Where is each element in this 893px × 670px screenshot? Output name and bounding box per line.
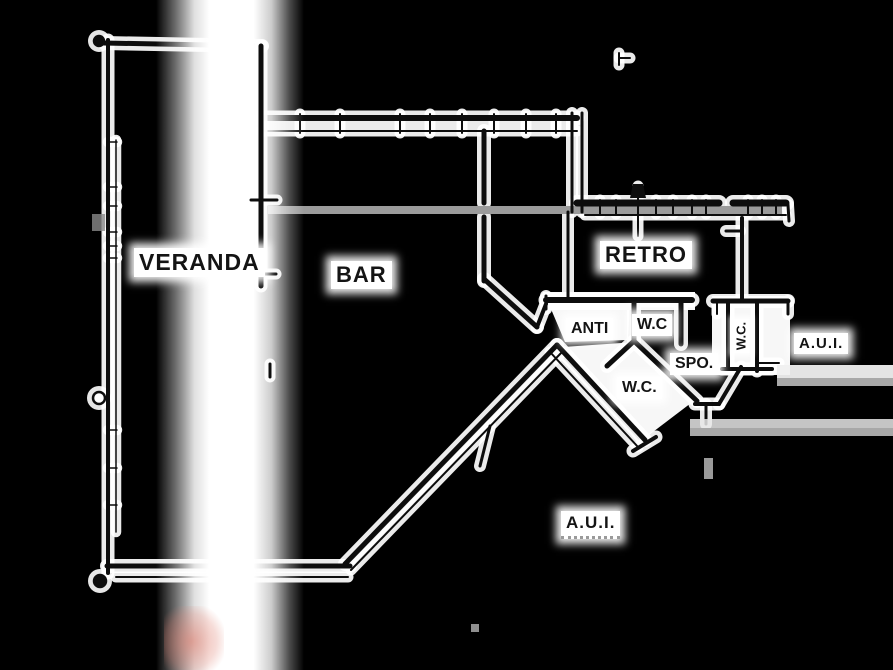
scan-gray-mark: [777, 378, 893, 386]
scan-gray-mark: [704, 458, 713, 479]
survey-marker-circle: [92, 34, 106, 48]
room-label-spo: SPO.: [670, 353, 719, 375]
wall-segment: [478, 424, 492, 468]
scan-gray-mark: [690, 428, 893, 436]
scan-gray-mark: [690, 419, 893, 428]
scan-gray-mark: [777, 365, 893, 378]
scan-gray-mark: [92, 214, 105, 231]
wall-segment: [717, 365, 743, 406]
wall-segment: [342, 342, 560, 567]
wall-segment: [549, 351, 639, 448]
room-label-bar: BAR: [331, 261, 392, 289]
wall-segment: [604, 338, 637, 369]
room-label-retro: RETRO: [600, 241, 692, 269]
wall-segment: [786, 203, 791, 223]
survey-marker-circle: [92, 573, 108, 589]
room-label-veranda: VERANDA: [134, 248, 265, 277]
room-label-aui-right: A.U.I.: [794, 333, 849, 354]
wall-segment: [350, 350, 564, 571]
room-label-wc-top: W.C: [632, 314, 673, 336]
room-label-aui-bottom: A.U.I.: [561, 511, 621, 539]
room-label-wc-lower: W.C.: [617, 377, 662, 399]
wall-segment: [631, 435, 658, 453]
door-marker-blob: [630, 184, 646, 198]
scan-gray-stripe: [268, 206, 782, 214]
wall-segment: [554, 342, 648, 443]
survey-marker-circle: [91, 390, 107, 406]
wall-segment: [631, 338, 700, 404]
room-label-anti: ANTI: [566, 318, 614, 340]
wall-segment: [481, 276, 540, 330]
scan-gray-mark: [471, 624, 479, 632]
room-label-wc-vertical: W.C.: [732, 318, 750, 354]
